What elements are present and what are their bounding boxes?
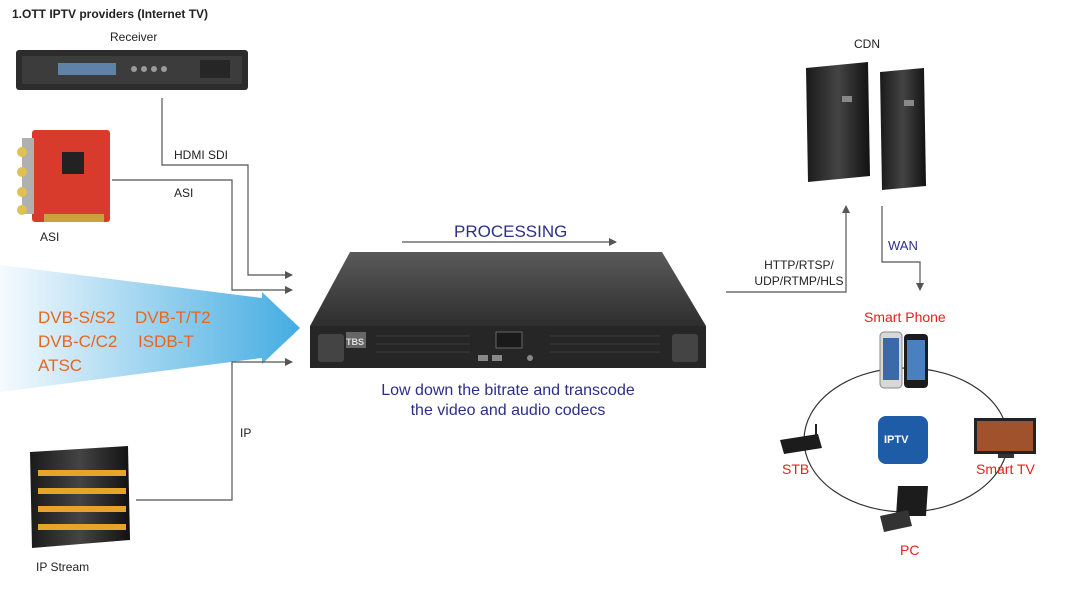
stb-label: STB xyxy=(782,461,810,477)
processing-label: PROCESSING xyxy=(454,222,568,241)
stb-device xyxy=(780,424,822,454)
standard-atsc: ATSC xyxy=(38,356,83,375)
asi-card-device xyxy=(17,130,110,222)
hdmi-sdi-line xyxy=(161,98,293,279)
processing-description-line2: the video and audio codecs xyxy=(410,402,606,419)
processing-description-line1: Low down the bitrate and transcode xyxy=(381,382,635,399)
cdn-servers xyxy=(806,62,926,190)
asi-line xyxy=(112,179,293,294)
iptv-badge-label: IPTV xyxy=(884,434,909,446)
receiver-device xyxy=(16,50,248,90)
asi-card-label: ASI xyxy=(40,230,60,244)
transcoder-device xyxy=(310,252,706,368)
protocols-line1: HTTP/RTSP/ xyxy=(764,258,834,272)
iptv-badge-bg xyxy=(878,416,928,464)
smart-phone-device xyxy=(879,331,928,389)
standard-dvb-c: DVB-C/C2 xyxy=(38,332,118,351)
pc-device xyxy=(880,486,928,532)
asi-link-label: ASI xyxy=(174,186,194,200)
output-line xyxy=(726,205,850,293)
smart-tv-device xyxy=(974,418,1036,458)
standard-dvb-s: DVB-S/S2 xyxy=(38,308,116,327)
protocols-line2: UDP/RTMP/HLS xyxy=(754,274,844,288)
smart-tv-label: Smart TV xyxy=(976,461,1035,477)
cdn-label: CDN xyxy=(854,37,880,51)
standard-isdb-t: ISDB-T xyxy=(138,332,194,351)
ip-stream-server xyxy=(30,446,130,548)
receiver-label: Receiver xyxy=(110,30,158,44)
ip-line xyxy=(136,358,293,501)
broadcast-beam xyxy=(0,265,300,392)
pc-label: PC xyxy=(900,542,920,558)
ip-link-label: IP xyxy=(240,426,252,440)
smart-phone-label: Smart Phone xyxy=(864,309,946,325)
device-logo: TBS xyxy=(346,337,364,347)
hdmi-sdi-label: HDMI SDI xyxy=(174,148,228,162)
wan-label: WAN xyxy=(888,238,918,253)
page-title: 1.OTT IPTV providers (Internet TV) xyxy=(12,7,209,21)
wan-line xyxy=(881,206,924,291)
ip-stream-label: IP Stream xyxy=(36,560,90,574)
standard-dvb-t: DVB-T/T2 xyxy=(135,308,211,327)
